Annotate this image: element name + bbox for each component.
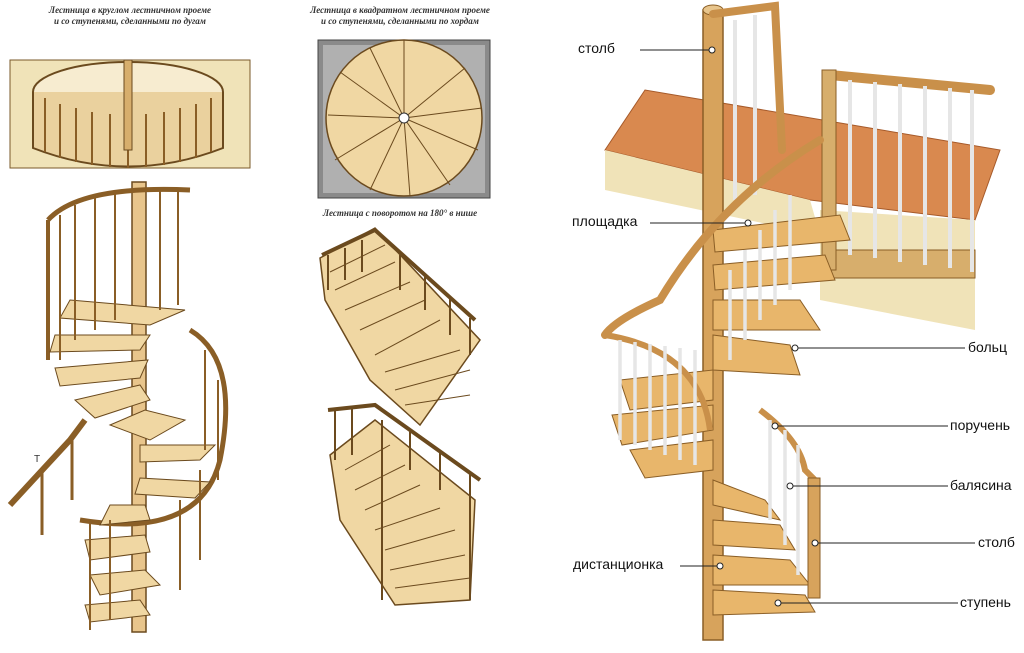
- detailed-spiral-stair-illustration: [601, 1, 1001, 641]
- caption-square-opening: Лестница в квадратном лестничном проеме …: [285, 5, 515, 27]
- round-opening-illustration: [9, 59, 251, 169]
- svg-text:T: T: [34, 454, 40, 465]
- label-baluster: балясина: [950, 477, 1012, 493]
- niche-stair-upper-illustration: [319, 227, 481, 427]
- label-post-top: столб: [578, 40, 615, 56]
- niche-stair-lower-illustration: [327, 402, 482, 606]
- label-landing: площадка: [572, 213, 638, 229]
- spiral-stair-illustration: T: [7, 181, 229, 633]
- label-bolt: больц: [968, 339, 1007, 355]
- label-step: ступень: [960, 594, 1011, 610]
- label-post-bottom: столб: [978, 534, 1015, 550]
- caption-round-opening: Лестница в круглом лестничном проеме и с…: [25, 5, 235, 27]
- caption-round-line-2: и со ступенями, сделанными по дугам: [54, 16, 206, 26]
- caption-round-line-1: Лестница в круглом лестничном проеме: [48, 5, 212, 15]
- square-opening-illustration: [317, 39, 491, 199]
- caption-niche-turn: Лестница с поворотом на 180° в нише: [322, 208, 478, 218]
- caption-square-line-1: Лестница в квадратном лестничном проеме: [310, 5, 490, 15]
- label-handrail: поручень: [950, 417, 1011, 433]
- caption-square-line-2: и со ступенями, сделанными по хордам: [321, 16, 479, 26]
- label-spacer: дистанционка: [573, 556, 664, 572]
